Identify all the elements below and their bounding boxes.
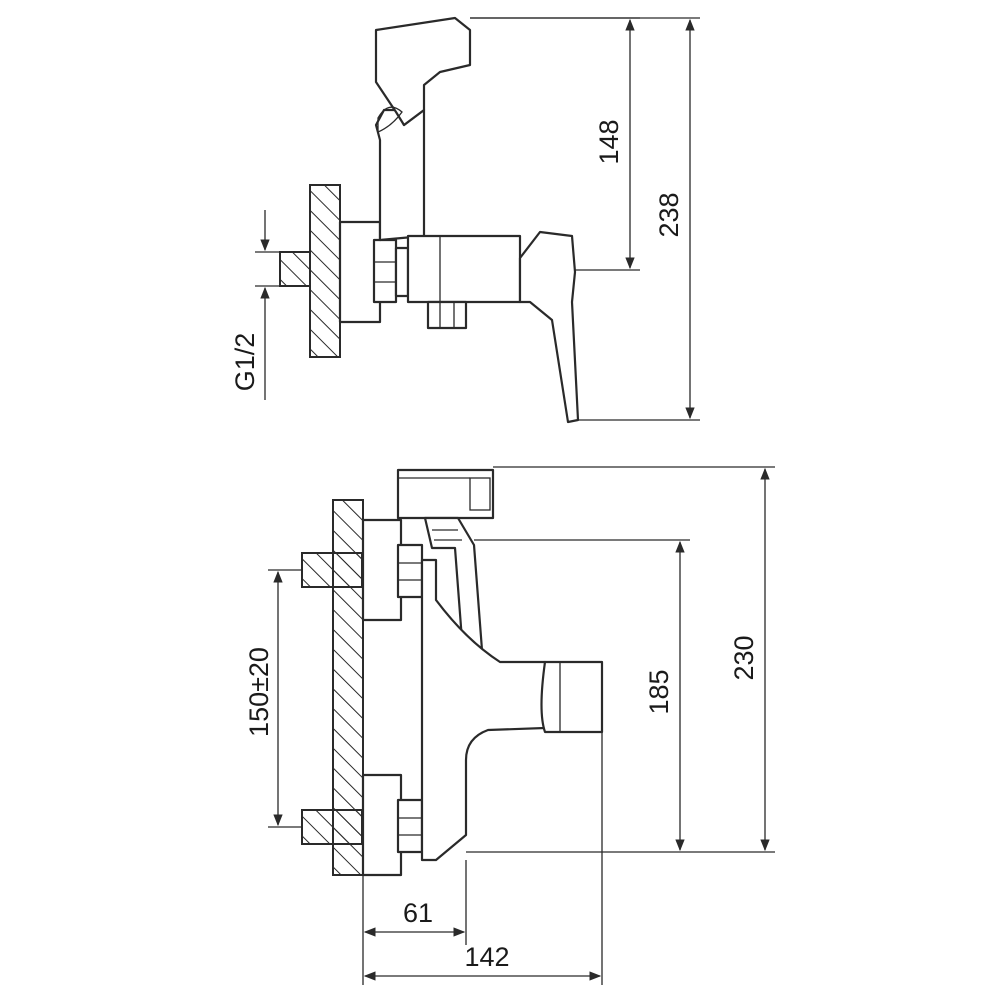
front-lever	[540, 660, 604, 734]
front-inlet-bottom	[301, 809, 363, 845]
dim-185-label: 185	[644, 669, 674, 714]
dim-238-label: 238	[654, 192, 684, 237]
dim-148: 148	[470, 17, 640, 271]
side-hand-shower	[374, 16, 472, 127]
dim-spacing: 150±20	[244, 569, 302, 828]
front-hex-nut-top	[396, 543, 424, 599]
dim-230-label: 230	[729, 635, 759, 680]
front-hand-shower	[396, 468, 495, 520]
front-view: 230 185 150±20 61 142	[244, 466, 775, 985]
side-hex-nut	[372, 238, 398, 304]
dim-61: 61	[362, 860, 467, 985]
side-mixer-body	[406, 234, 522, 304]
dim-238: 238	[470, 17, 700, 421]
side-inlet-pipe	[279, 251, 311, 287]
front-escutcheon-top	[361, 518, 403, 622]
dim-61-label: 61	[403, 898, 433, 928]
front-inlet-top	[301, 552, 363, 588]
dim-185: 185	[474, 539, 690, 852]
dim-230: 230	[466, 466, 775, 853]
dim-142-label: 142	[464, 942, 509, 972]
front-mixer-body	[420, 558, 547, 862]
dim-thread-label: G1/2	[230, 333, 260, 392]
dim-142: 142	[363, 732, 603, 985]
side-lever-handle	[518, 230, 580, 424]
side-bottom-outlet	[426, 300, 468, 330]
front-escutcheon-bottom	[361, 773, 403, 877]
dim-thread: G1/2	[230, 210, 280, 400]
side-wall	[309, 184, 341, 358]
dim-148-label: 148	[594, 119, 624, 164]
front-hex-nut-bottom	[396, 798, 424, 854]
side-connector	[394, 246, 410, 298]
dim-spacing-label: 150±20	[244, 647, 274, 737]
side-view: 148 238 G1/2	[230, 16, 700, 424]
